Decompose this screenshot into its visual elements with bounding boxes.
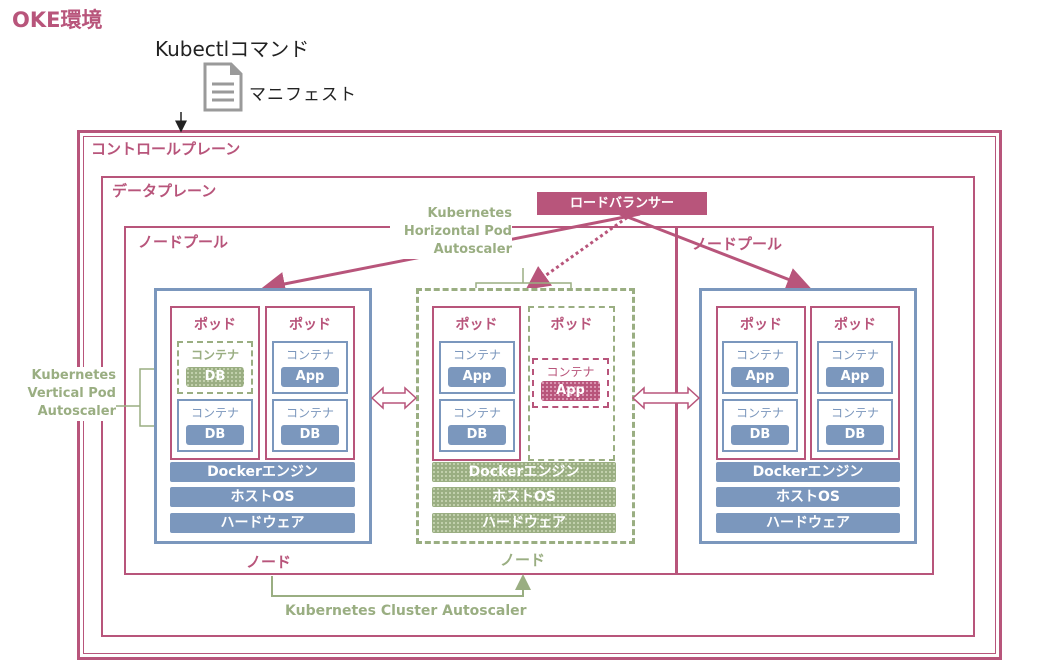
node-3-hardware: ハードウェア [716, 513, 900, 533]
manifest-label: マニフェスト [249, 85, 357, 105]
node-2-pod-1-container-db: コンテナ DB [439, 399, 515, 452]
node-3-pod-2-container-db: コンテナ DB [817, 399, 893, 452]
node-1-docker-engine: Dockerエンジン [170, 462, 355, 482]
node-3-host-os: ホストOS [716, 487, 900, 507]
container-label: コンテナ [830, 348, 879, 362]
control-plane-label: コントロールプレーン [91, 140, 241, 158]
load-balancer: ロードバランサー [537, 192, 707, 215]
app-chip: App [731, 367, 789, 387]
db-chip: DB [186, 367, 244, 387]
pod-label: ポッド [194, 317, 236, 333]
hpa-text: Kubernetes Horizontal Pod Autoscaler [403, 206, 512, 257]
node-pool-left-label: ノードプール [138, 233, 229, 251]
node-1-pod-1-container-vpa: コンテナ DB [177, 341, 253, 394]
hpa-label: Kubernetes Horizontal Pod Autoscaler [390, 205, 512, 259]
node-2-pod-1-container-app: コンテナ App [439, 341, 515, 394]
db-chip: DB [281, 425, 339, 445]
node-2-pod-2-container-app: コンテナ App [532, 358, 609, 408]
node-1-host-os: ホストOS [170, 487, 355, 507]
pod-label: ポッド [834, 317, 876, 333]
node-3-docker-engine: Dockerエンジン [716, 462, 900, 482]
app-chip: App [281, 367, 339, 387]
app-chip: App [448, 367, 506, 387]
db-chip: DB [826, 425, 884, 445]
pod-label: ポッド [289, 317, 331, 333]
container-label: コンテナ [830, 406, 879, 420]
container-label: コンテナ [190, 348, 239, 362]
node-2-hardware: ハードウェア [432, 513, 616, 533]
container-label: コンテナ [452, 406, 501, 420]
double-arrow-icon [370, 386, 418, 410]
pod-label: ポッド [550, 317, 593, 333]
double-arrow-icon [631, 386, 701, 410]
db-chip: DB [731, 425, 789, 445]
node-2-host-os: ホストOS [432, 487, 616, 507]
diagram-title: OKE環境 [12, 8, 103, 32]
document-icon [203, 62, 243, 112]
container-label: コンテナ [190, 406, 239, 420]
app-chip: App [541, 381, 600, 401]
container-label: コンテナ [735, 348, 784, 362]
pod-label: ポッド [740, 317, 782, 333]
node-2-label: ノード [500, 551, 546, 569]
node-1-hardware: ハードウェア [170, 513, 355, 533]
node-3-pod-1-container-db: コンテナ DB [722, 399, 798, 452]
node-1-label: ノード [246, 553, 292, 571]
cluster-autoscaler-label: Kubernetes Cluster Autoscaler [285, 603, 527, 619]
node-1-pod-1-container-db: コンテナ DB [177, 399, 253, 452]
db-chip: DB [186, 425, 244, 445]
container-label: コンテナ [546, 365, 595, 379]
node-1-pod-2-container-app: コンテナ App [272, 341, 348, 394]
container-label: コンテナ [452, 348, 501, 362]
node-3-pod-2-container-app: コンテナ App [817, 341, 893, 394]
container-label: コンテナ [285, 406, 334, 420]
app-chip: App [826, 367, 884, 387]
node-2-docker-engine: Dockerエンジン [432, 462, 616, 482]
vpa-label: Kubernetes Vertical Pod Autoscaler [20, 367, 116, 421]
pod-label: ポッド [455, 317, 498, 333]
node-1-pod-2-container-db: コンテナ DB [272, 399, 348, 452]
kubectl-command-label: Kubectlコマンド [155, 37, 310, 61]
container-label: コンテナ [735, 406, 784, 420]
data-plane-label: データプレーン [112, 182, 217, 200]
vpa-text: Kubernetes Vertical Pod Autoscaler [27, 368, 116, 419]
node-pool-right-label: ノードプール [692, 235, 783, 253]
node-3-pod-1-container-app: コンテナ App [722, 341, 798, 394]
db-chip: DB [448, 425, 506, 445]
container-label: コンテナ [285, 348, 334, 362]
